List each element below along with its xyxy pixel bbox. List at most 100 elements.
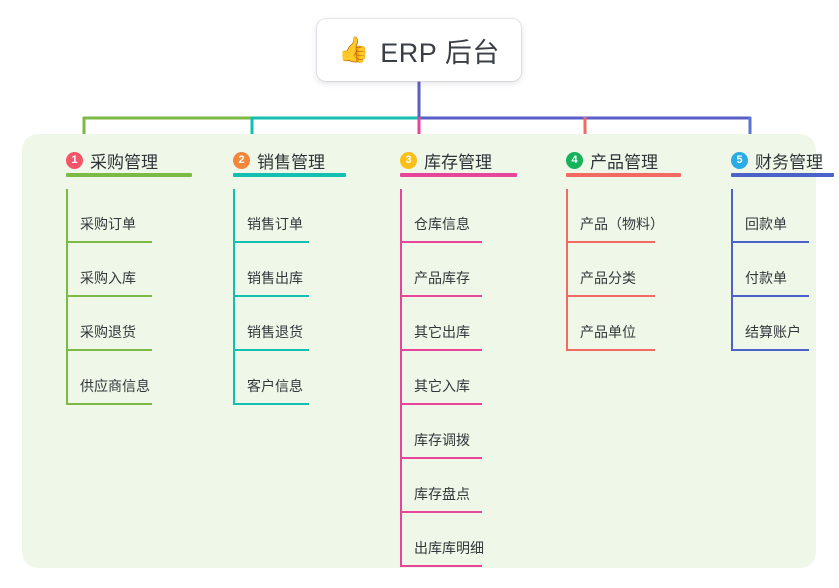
- leaf-list: 仓库信息产品库存其它出库其它入库库存调拨库存盘点出库库明细: [382, 189, 492, 567]
- leaf-rule: [233, 349, 309, 351]
- column-header-4[interactable]: 4 产品管理: [548, 143, 681, 177]
- leaf-node[interactable]: 销售订单: [215, 189, 325, 243]
- leaf-trunk-line: [731, 189, 733, 351]
- leaf-node[interactable]: 出库库明细: [382, 513, 492, 567]
- column-header-rule: [400, 173, 517, 177]
- leaf-label: 其它出库: [414, 324, 470, 340]
- column-header-rule: [66, 173, 192, 177]
- leaf-label: 付款单: [745, 270, 787, 286]
- leaf-node[interactable]: 结算账户: [713, 297, 823, 351]
- column-badge-1: 1: [66, 151, 83, 169]
- leaf-label: 产品单位: [580, 324, 636, 340]
- leaf-node[interactable]: 付款单: [713, 243, 823, 297]
- leaf-list: 销售订单销售出库销售退货客户信息: [215, 189, 325, 405]
- leaf-list: 回款单付款单结算账户: [713, 189, 823, 351]
- column-title: 库存管理: [424, 152, 492, 172]
- leaf-rule: [66, 349, 152, 351]
- leaf-rule: [400, 565, 482, 567]
- column-title: 财务管理: [755, 152, 823, 172]
- branch-column-2: 2 销售管理销售订单销售出库销售退货客户信息: [215, 143, 346, 405]
- leaf-trunk-line: [400, 189, 402, 567]
- column-title: 产品管理: [590, 152, 658, 172]
- leaf-label: 库存调拨: [414, 432, 470, 448]
- column-badge-2: 2: [233, 151, 250, 169]
- leaf-rule: [566, 349, 655, 351]
- leaf-label: 供应商信息: [80, 378, 150, 394]
- leaf-rule: [566, 295, 655, 297]
- column-header-1[interactable]: 1 采购管理: [48, 143, 192, 177]
- root-node[interactable]: 👍 ERP 后台: [317, 19, 521, 81]
- leaf-label: 结算账户: [745, 324, 801, 340]
- column-header-2[interactable]: 2 销售管理: [215, 143, 346, 177]
- column-badge-5: 5: [731, 151, 748, 169]
- leaf-node[interactable]: 采购入库: [48, 243, 158, 297]
- leaf-label: 客户信息: [247, 378, 303, 394]
- leaf-node[interactable]: 产品（物料）: [548, 189, 664, 243]
- leaf-rule: [66, 403, 152, 405]
- leaf-node[interactable]: 库存盘点: [382, 459, 492, 513]
- leaf-rule: [400, 295, 482, 297]
- leaf-rule: [66, 295, 152, 297]
- leaf-node[interactable]: 采购订单: [48, 189, 158, 243]
- leaf-label: 产品分类: [580, 270, 636, 286]
- leaf-rule: [400, 457, 482, 459]
- branch-column-1: 1 采购管理采购订单采购入库采购退货供应商信息: [48, 143, 192, 405]
- leaf-node[interactable]: 客户信息: [215, 351, 325, 405]
- leaf-rule: [731, 349, 809, 351]
- leaf-node[interactable]: 产品分类: [548, 243, 658, 297]
- column-badge-4: 4: [566, 151, 583, 169]
- leaf-rule: [731, 241, 809, 243]
- leaf-node[interactable]: 采购退货: [48, 297, 158, 351]
- leaf-node[interactable]: 销售出库: [215, 243, 325, 297]
- leaf-label: 出库库明细: [414, 540, 484, 556]
- column-title: 采购管理: [90, 152, 158, 172]
- leaf-rule: [731, 295, 809, 297]
- leaf-rule: [400, 241, 482, 243]
- branch-column-5: 5 财务管理回款单付款单结算账户: [713, 143, 834, 351]
- leaf-node[interactable]: 产品库存: [382, 243, 492, 297]
- leaf-list: 采购订单采购入库采购退货供应商信息: [48, 189, 158, 405]
- leaf-node[interactable]: 其它出库: [382, 297, 492, 351]
- branch-column-4: 4 产品管理产品（物料） 产品分类产品单位: [548, 143, 681, 351]
- column-title: 销售管理: [257, 152, 325, 172]
- leaf-label: 销售订单: [247, 216, 303, 232]
- leaf-label: 仓库信息: [414, 216, 470, 232]
- leaf-label: 采购入库: [80, 270, 136, 286]
- leaf-node[interactable]: 库存调拨: [382, 405, 492, 459]
- leaf-label: 销售退货: [247, 324, 303, 340]
- diagram-panel: [22, 134, 816, 568]
- leaf-trunk-line: [233, 189, 235, 405]
- leaf-trunk-line: [66, 189, 68, 405]
- leaf-label: 采购退货: [80, 324, 136, 340]
- leaf-node[interactable]: 仓库信息: [382, 189, 492, 243]
- root-title: ERP 后台: [380, 37, 500, 68]
- leaf-label: 销售出库: [247, 270, 303, 286]
- leaf-label: 回款单: [745, 216, 787, 232]
- leaf-label: 产品（物料）: [580, 216, 664, 232]
- leaf-node[interactable]: 其它入库: [382, 351, 492, 405]
- leaf-rule: [566, 241, 655, 243]
- column-header-5[interactable]: 5 财务管理: [713, 143, 834, 177]
- leaf-node[interactable]: 产品单位: [548, 297, 658, 351]
- leaf-rule: [233, 241, 309, 243]
- branch-column-3: 3 库存管理仓库信息产品库存其它出库其它入库库存调拨库存盘点出库库明细: [382, 143, 517, 567]
- leaf-label: 库存盘点: [414, 486, 470, 502]
- column-badge-3: 3: [400, 151, 417, 169]
- leaf-rule: [66, 241, 152, 243]
- column-header-rule: [566, 173, 681, 177]
- leaf-trunk-line: [566, 189, 568, 351]
- leaf-label: 采购订单: [80, 216, 136, 232]
- leaf-node[interactable]: 供应商信息: [48, 351, 158, 405]
- thumbs-up-emoji: 👍: [338, 35, 370, 64]
- leaf-list: 产品（物料） 产品分类产品单位: [548, 189, 664, 351]
- leaf-label: 其它入库: [414, 378, 470, 394]
- leaf-label: 产品库存: [414, 270, 470, 286]
- leaf-node[interactable]: 销售退货: [215, 297, 325, 351]
- leaf-rule: [400, 403, 482, 405]
- leaf-node[interactable]: 回款单: [713, 189, 823, 243]
- column-header-rule: [731, 173, 834, 177]
- leaf-rule: [400, 511, 482, 513]
- leaf-rule: [400, 349, 482, 351]
- column-header-3[interactable]: 3 库存管理: [382, 143, 517, 177]
